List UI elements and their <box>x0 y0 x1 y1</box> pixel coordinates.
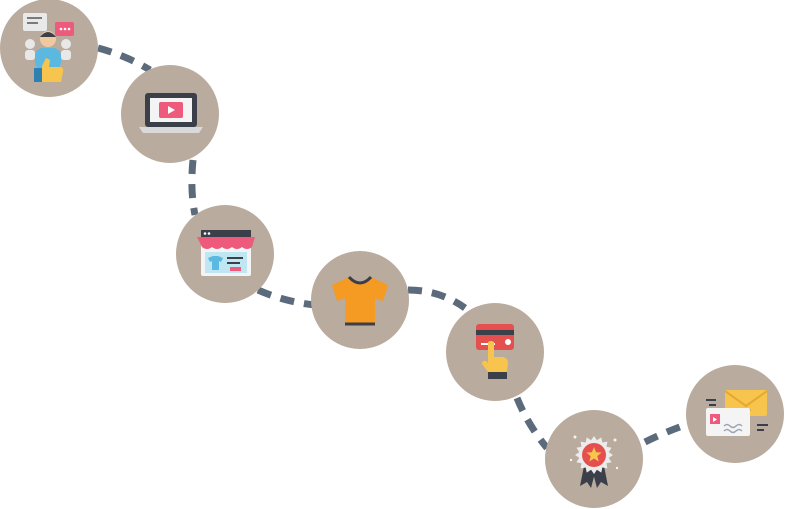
connector-1-2 <box>97 44 152 74</box>
shop-window-icon <box>197 230 255 276</box>
card-tap-icon <box>476 324 514 379</box>
connector-6-7 <box>643 420 690 446</box>
laptop-video-icon <box>139 93 203 133</box>
connector-2-3 <box>188 159 199 216</box>
connector-4-5 <box>407 286 468 311</box>
node-online-store <box>176 205 274 303</box>
award-badge-icon <box>569 435 619 488</box>
node-reward <box>545 410 643 508</box>
tshirt-icon <box>332 275 388 326</box>
node-product <box>311 251 409 349</box>
connector-3-4 <box>256 286 316 309</box>
node-email-follow-up <box>686 365 784 463</box>
connector-5-6 <box>513 396 550 451</box>
people-thumbs-up-icon <box>23 13 74 82</box>
connectors <box>97 44 690 451</box>
node-social-audience <box>0 0 98 97</box>
node-payment <box>446 303 544 401</box>
envelope-message-icon <box>706 390 768 436</box>
node-video-ad <box>121 65 219 163</box>
